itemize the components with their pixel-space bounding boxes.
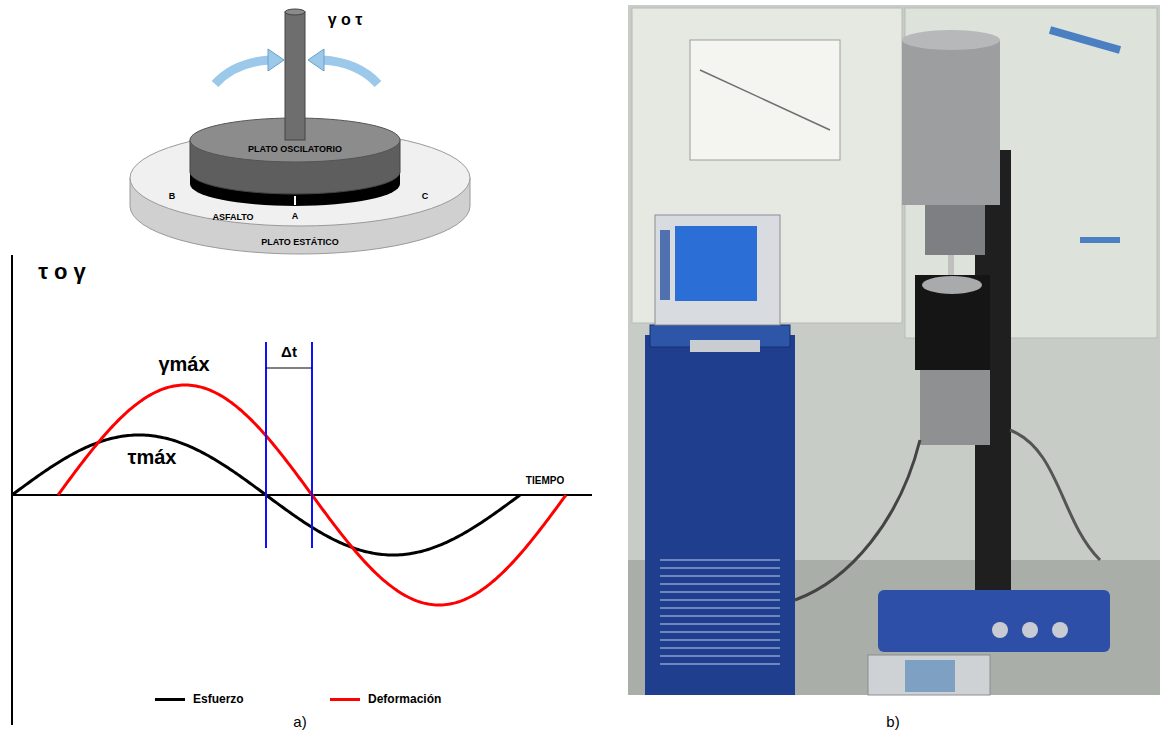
rotation-arrowhead <box>268 49 284 71</box>
bath-grille <box>660 591 780 593</box>
rheometer-head-top <box>902 30 1000 50</box>
dsr-schematic <box>130 9 470 254</box>
hand-controller-screen <box>905 660 955 692</box>
rheometer-neck <box>925 205 985 255</box>
bath-grille <box>660 655 780 657</box>
node-text: ASFALTO <box>212 212 253 222</box>
axis-label: τ o γ <box>38 259 86 284</box>
hose <box>795 440 920 600</box>
poster-line <box>700 70 830 130</box>
bath-handle <box>690 340 760 352</box>
poster-arrow <box>1080 237 1120 243</box>
tick-mark <box>294 196 296 205</box>
plate-label: PLATO ESTÁTICO <box>258 230 342 250</box>
bath-grille <box>660 639 780 641</box>
bath-grille <box>660 615 780 617</box>
point-label: B <box>169 191 176 201</box>
axis-label: TIEMPO <box>526 475 564 487</box>
wave-chart <box>12 255 592 725</box>
phase-label: Δt <box>281 343 297 360</box>
legend-text: Deformación <box>368 692 441 706</box>
legend-entry: Esfuerzo <box>155 692 244 706</box>
variable-label: γ o τ <box>328 11 363 29</box>
static-plate-top <box>130 130 470 226</box>
controller-keys <box>660 230 670 300</box>
knob <box>992 622 1008 638</box>
node-text: PLATO ESTÁTICO <box>261 237 339 247</box>
bath-grille <box>660 559 780 561</box>
knob <box>1022 622 1038 638</box>
legend-text: Esfuerzo <box>193 692 244 706</box>
rheometer-head <box>902 40 1000 205</box>
hose <box>1010 430 1100 560</box>
amplitude-label: τmáx <box>128 446 177 469</box>
y-axis <box>11 255 13 725</box>
legend-swatch <box>330 698 360 701</box>
hand-controller <box>868 655 990 695</box>
amplitude-label: γmáx <box>158 353 209 376</box>
controller-screen <box>675 226 757 301</box>
bath-grille <box>660 663 780 665</box>
spindle <box>285 12 305 140</box>
delta-bracket <box>266 368 312 369</box>
phase-marker <box>311 342 313 548</box>
bath-grille <box>660 583 780 585</box>
measuring-cell <box>915 275 990 370</box>
rheometer-base <box>878 590 1110 652</box>
asphalt-label: ASFALTO <box>209 205 256 225</box>
rotation-arrowhead <box>308 49 324 71</box>
node-text: PLATO OSCILATORIO <box>248 144 342 154</box>
phase-marker <box>265 342 267 548</box>
panel-label: b) <box>886 713 899 730</box>
knob <box>1052 622 1068 638</box>
x-axis <box>12 494 592 496</box>
controller <box>655 215 780 325</box>
bath-grille <box>660 575 780 577</box>
rotation-arrow <box>322 60 378 84</box>
rotation-arrow <box>215 60 270 84</box>
panel-label: a) <box>293 713 306 730</box>
poster-arrow <box>1050 30 1120 50</box>
legend-swatch <box>155 698 185 701</box>
bath-grille <box>660 631 780 633</box>
temperature-unit <box>920 370 990 445</box>
bath-grille <box>660 599 780 601</box>
cell-ring <box>922 276 982 294</box>
spindle-top <box>285 9 305 15</box>
bath-grille <box>660 567 780 569</box>
bath-grille <box>660 647 780 649</box>
bath-grille <box>660 623 780 625</box>
wall <box>628 5 1160 695</box>
bath-grille <box>660 607 780 609</box>
photo <box>628 5 1160 695</box>
plate-label: PLATO OSCILATORIO <box>245 137 345 157</box>
point-label: C <box>422 191 429 201</box>
legend-entry: Deformación <box>330 692 441 706</box>
poster-chart <box>690 40 840 160</box>
point-label: A <box>292 211 299 221</box>
bath-unit <box>645 335 795 695</box>
